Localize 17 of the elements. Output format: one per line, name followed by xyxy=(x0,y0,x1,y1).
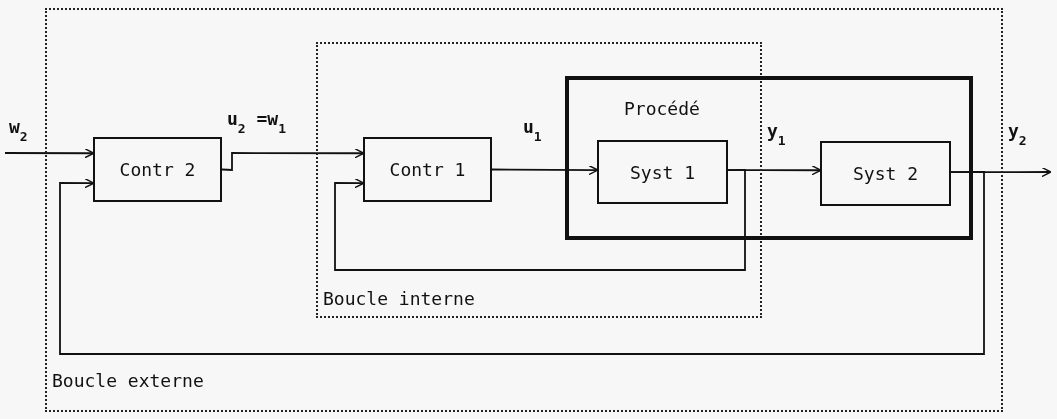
block-label: Contr 1 xyxy=(389,159,466,180)
arrow xyxy=(4,148,95,159)
arrow xyxy=(491,164,599,176)
feedback-arrow xyxy=(334,169,746,271)
loop-label: Boucle interne xyxy=(323,288,475,309)
block-box xyxy=(93,137,222,202)
block-box xyxy=(597,140,728,204)
block-box xyxy=(363,137,492,202)
process-title: Procédé xyxy=(624,98,700,119)
process-box xyxy=(565,76,973,240)
feedback-arrow xyxy=(59,171,985,355)
arrow xyxy=(221,148,365,171)
loop-label: Boucle externe xyxy=(52,370,204,391)
block-label: Syst 2 xyxy=(853,163,918,184)
block-label: Syst 1 xyxy=(630,161,695,183)
block-label: Contr 2 xyxy=(119,159,196,180)
block-box xyxy=(820,141,951,206)
